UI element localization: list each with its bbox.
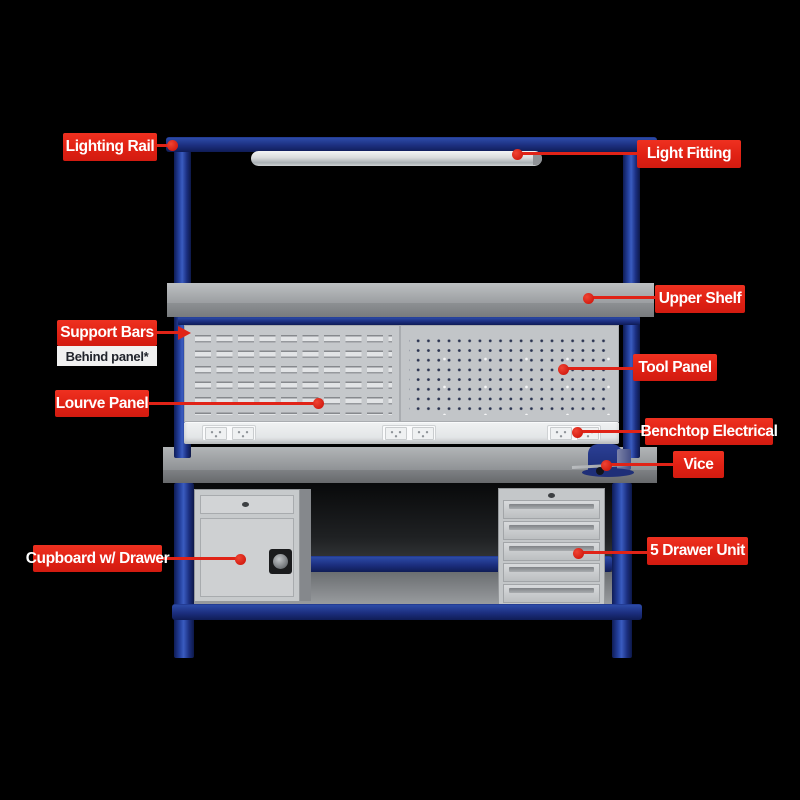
power-socket (549, 426, 572, 440)
drawer-unit-lock (548, 493, 555, 498)
vice-base (582, 468, 634, 477)
power-socket (231, 426, 254, 440)
callout-label: Lourve Panel (55, 394, 149, 412)
callout-label: 5 Drawer Unit (650, 542, 745, 559)
callout-label: Light Fitting (646, 145, 732, 162)
drawer-handle (509, 546, 594, 551)
benchtop-front-edge (163, 470, 657, 483)
callout-label: Cupboard w/ Drawer (25, 549, 170, 567)
callout-note-label: Behind panel* (65, 348, 149, 364)
leader-arrow-support-bars (178, 326, 191, 340)
leader-line-tool-panel (568, 367, 633, 370)
callout-support-bars-note: Behind panel* (57, 346, 157, 366)
louvre-panel (184, 325, 400, 422)
callout-label: Upper Shelf (658, 290, 742, 307)
left-leg (174, 483, 194, 658)
drawer-front (503, 521, 600, 540)
leader-line-drawer-unit (583, 551, 647, 554)
drawer-handle (509, 504, 594, 509)
leader-line-vice (611, 463, 673, 466)
power-socket (204, 426, 227, 440)
callout-support-bars: Support Bars (57, 320, 157, 346)
light-fitting-end-cap (533, 152, 542, 165)
leader-line-lighting-rail (155, 144, 175, 147)
power-socket-group (382, 425, 436, 441)
callout-upper-shelf: Upper Shelf (655, 285, 745, 313)
leader-dot-lighting-rail (167, 140, 178, 151)
callout-lighting-rail: Lighting Rail (63, 133, 157, 161)
callout-label: Lighting Rail (65, 138, 155, 155)
cupboard-drawer-lock (242, 502, 249, 507)
leader-line-upper-shelf (593, 296, 655, 299)
power-socket (384, 426, 407, 440)
callout-label: Tool Panel (638, 358, 712, 376)
leader-dot-tool-panel (558, 364, 569, 375)
callout-vice: Vice (673, 451, 724, 478)
support-bar-rail (178, 317, 640, 325)
drawer-handle (509, 525, 594, 530)
leader-dot-cupboard (235, 554, 246, 565)
leader-line-cupboard (162, 557, 240, 560)
lower-shelf-front-rail (172, 604, 642, 620)
pegboard-holes (409, 333, 610, 415)
leader-line-light-fitting (522, 152, 637, 155)
cupboard-side-panel (300, 489, 311, 601)
callout-cupboard-w-drawer: Cupboard w/ Drawer (26, 545, 170, 572)
vice-jaw (617, 449, 631, 470)
tool-panel-pegboard (400, 325, 619, 422)
drawer-front (503, 563, 600, 582)
power-socket-group (202, 425, 256, 441)
callout-five-drawer-unit: 5 Drawer Unit (647, 537, 748, 565)
cupboard-handle-knob (273, 554, 288, 569)
leader-line-benchtop-electrical (582, 430, 645, 433)
louvre-slots (192, 335, 392, 415)
leader-line-lourve-panel (149, 402, 318, 405)
lighting-rail (166, 137, 657, 152)
power-socket (411, 426, 434, 440)
leader-dot-lourve-panel (313, 398, 324, 409)
callout-label: Benchtop Electrical (640, 422, 778, 440)
callout-tool-panel: Tool Panel (633, 354, 717, 381)
benchtop (163, 447, 657, 470)
light-fitting (251, 151, 542, 166)
right-leg (612, 483, 632, 658)
callout-light-fitting: Light Fitting (637, 140, 741, 168)
leader-line-support-bars (157, 331, 179, 334)
callout-label: Support Bars (60, 324, 154, 341)
drawer-handle (509, 588, 594, 593)
drawer-handle (509, 567, 594, 572)
leader-dot-upper-shelf (583, 293, 594, 304)
leader-dot-vice (601, 460, 612, 471)
callout-benchtop-electrical: Benchtop Electrical (640, 418, 778, 445)
upper-shelf (167, 283, 654, 303)
leader-dot-light-fitting (512, 149, 523, 160)
upper-shelf-front-edge (167, 303, 654, 317)
leader-dot-benchtop-electrical (572, 427, 583, 438)
callout-label: Vice (683, 455, 714, 473)
drawer-front (503, 584, 600, 603)
leader-dot-drawer-unit (573, 548, 584, 559)
drawer-front (503, 500, 600, 519)
callout-lourve-panel: Lourve Panel (55, 390, 149, 417)
vice-handle-knob (596, 467, 604, 475)
